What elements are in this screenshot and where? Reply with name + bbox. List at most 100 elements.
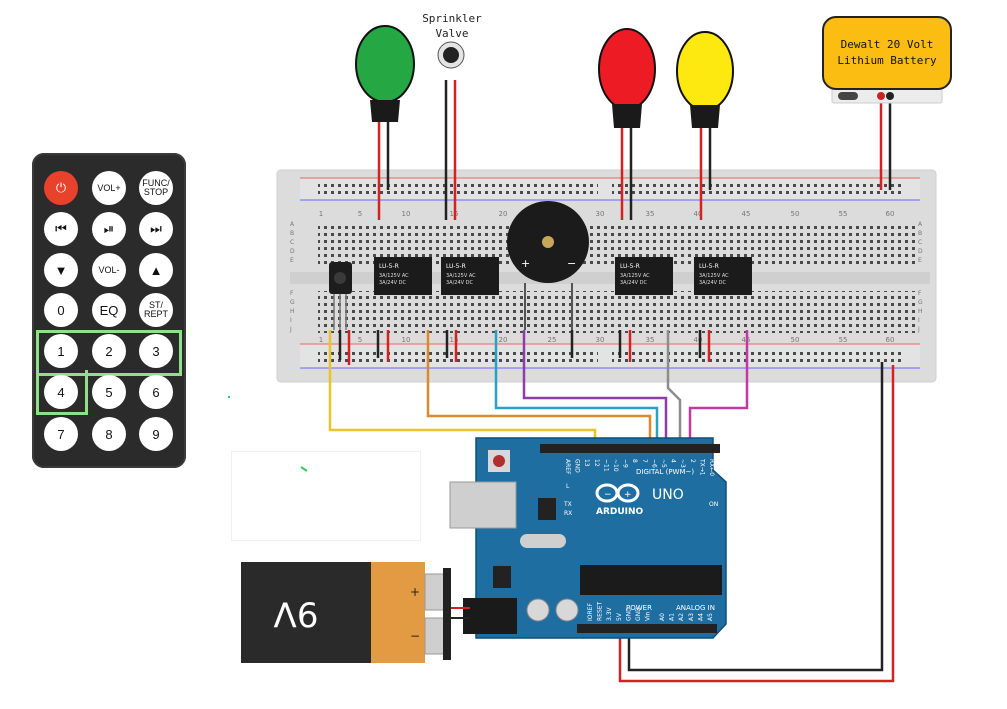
wire-black-gnd: [627, 362, 884, 672]
breadboard-col-number: 35: [646, 336, 655, 344]
wire-magenta: [688, 330, 749, 447]
relay-model: LU-5-R: [379, 263, 399, 270]
breadboard-col-number: 50: [791, 336, 800, 344]
relay-body: [694, 257, 752, 295]
remote-button-4[interactable]: 4: [44, 375, 78, 409]
arduino-pin-label: 2: [689, 459, 696, 463]
remote-button-up[interactable]: ▲: [139, 253, 173, 287]
remote-button-st-rept[interactable]: ST/ REPT: [139, 293, 173, 327]
remote-button-6[interactable]: 6: [139, 375, 173, 409]
sprinkler-valve-label: Sprinkler Valve: [422, 12, 482, 40]
wire-purple: [522, 330, 668, 447]
breadboard-col-number: 40: [694, 336, 703, 344]
nine-volt-label: 9V: [274, 594, 319, 634]
remote-button-9[interactable]: 9: [139, 417, 173, 451]
breadboard-col-number: 10: [402, 210, 411, 218]
battery-connector: [831, 87, 943, 104]
arduino-pin-label: ~6: [650, 459, 657, 468]
arduino-pin-label: TX→1: [698, 458, 705, 476]
relay-rating-ac: 3A/125V AC: [446, 273, 476, 279]
arduino-pin-label: A3: [688, 613, 695, 621]
arduino-pin-label: 8: [631, 459, 638, 463]
breadboard-col-number: 30: [596, 210, 605, 218]
arduino-pin-label: ~9: [622, 459, 629, 468]
remote-button-play-pause[interactable]: ⏯: [92, 212, 126, 246]
breadboard-col-number: 45: [742, 210, 751, 218]
remote-button-1[interactable]: 1: [44, 334, 78, 368]
arduino-rx-label: RX: [564, 510, 572, 517]
relay-body: [441, 257, 499, 295]
remote-button-5[interactable]: 5: [92, 375, 126, 409]
breadboard-col-number: 55: [839, 210, 848, 218]
remote-button-vol-up[interactable]: VOL+: [92, 171, 126, 205]
relay-rating-ac: 3A/125V AC: [620, 273, 650, 279]
remote-button-eq[interactable]: EQ: [92, 293, 126, 327]
arduino-l-label: L: [566, 483, 570, 490]
relay-model: LU-5-R: [620, 263, 640, 270]
wire-gray: [666, 330, 682, 447]
remote-button-power[interactable]: ⏻: [44, 171, 78, 205]
svg-text:+: +: [624, 490, 632, 500]
breadboard-row-letter: A: [290, 221, 295, 228]
relay-rating-ac: 3A/125V AC: [379, 273, 409, 279]
led-yellow: [676, 31, 734, 128]
remote-button-8[interactable]: 8: [92, 417, 126, 451]
breadboard-row-letter: B: [290, 230, 294, 237]
breadboard-row-letter: F: [290, 290, 294, 297]
arduino-brand: ARDUINO: [596, 507, 644, 517]
remote-button-vol-down[interactable]: VOL-: [92, 253, 126, 287]
buzzer-plus: +: [521, 257, 530, 270]
breadboard-row-letter: F: [918, 290, 922, 297]
arduino-pin-label: A4: [697, 613, 704, 621]
buzzer-minus: −: [567, 257, 576, 270]
arduino-pin-label: RX←0: [708, 459, 715, 476]
remote-button-2[interactable]: 2: [92, 334, 126, 368]
breadboard-row-letter: H: [290, 308, 295, 315]
breadboard-row-letter: A: [918, 221, 923, 228]
breadboard-row-letter: E: [918, 257, 922, 264]
remote-button-next[interactable]: ⏭: [139, 212, 173, 246]
remote-button-prev[interactable]: ⏮: [44, 212, 78, 246]
remote-button-0[interactable]: 0: [44, 293, 78, 327]
remote-button-7[interactable]: 7: [44, 417, 78, 451]
arduino-pin-label: AREF: [564, 459, 571, 475]
nine-volt-plus: +: [410, 585, 420, 599]
arduino-pin-label: ~3: [679, 459, 686, 468]
wire-cyan: [494, 330, 659, 447]
arduino-pin-label: ~11: [602, 459, 609, 472]
stray-mark: [300, 466, 308, 472]
breadboard-col-number: 40: [694, 210, 703, 218]
ir-receiver: [329, 262, 352, 330]
breadboard-row-letter: I: [290, 317, 292, 324]
breadboard-col-number: 1: [319, 210, 323, 218]
breadboard-row-letter: I: [918, 317, 920, 324]
arduino-pin-label: 13: [583, 459, 590, 467]
breadboard-col-number: 50: [791, 210, 800, 218]
relay-rating-dc: 3A/24V DC: [379, 280, 407, 286]
remote-button-down[interactable]: ▼: [44, 253, 78, 287]
wires: [328, 80, 895, 683]
breadboard-col-number: 60: [886, 210, 895, 218]
breadboard-col-number: 5: [358, 210, 362, 218]
relay-rating-ac: 3A/125V AC: [699, 273, 729, 279]
breadboard-row-letter: E: [290, 257, 294, 264]
breadboard-col-number: 25: [548, 336, 557, 344]
remote-button-func-stop[interactable]: FUNC/ STOP: [139, 171, 173, 205]
relay-body: [374, 257, 432, 295]
arduino-on-label: ON: [709, 501, 718, 508]
blank-panel: [232, 452, 420, 540]
breadboard-col-number: 1: [319, 336, 323, 344]
relay-rating-dc: 3A/24V DC: [699, 280, 727, 286]
relay-model: LU-5-R: [446, 263, 466, 270]
breadboard-col-number: 15: [450, 336, 459, 344]
arduino-pin-label: GND: [625, 607, 632, 621]
breadboard-row-letter: D: [290, 248, 295, 255]
arduino-pin-label: GND: [574, 459, 581, 473]
breadboard-row-letter: H: [918, 308, 923, 315]
remote-button-3[interactable]: 3: [139, 334, 173, 368]
arduino-pin-label: A0: [659, 613, 666, 621]
